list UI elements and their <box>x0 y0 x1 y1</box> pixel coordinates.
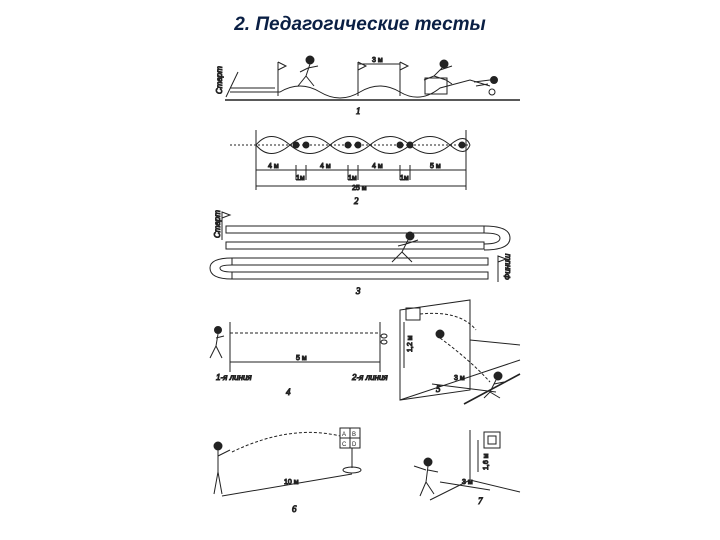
figure-1-slalom-run <box>225 55 520 101</box>
fig5-distance: 3 м <box>454 375 465 382</box>
fig4-distance: 5 м <box>296 355 307 362</box>
fig7-number: 7 <box>478 496 483 506</box>
fig6-cell-a: A <box>342 432 346 438</box>
fig2-s3: 1м <box>400 175 409 182</box>
fig5-number: 5 <box>436 384 441 394</box>
figure-2-cone-run <box>230 130 471 190</box>
fig1-distance: 3 м <box>372 57 383 64</box>
fig6-cell-c: C <box>342 442 347 448</box>
fig2-number: 2 <box>354 196 359 206</box>
figure-5-wall-throw <box>399 299 521 405</box>
fig3-finish-label: Финиш <box>503 253 512 280</box>
figure-4-line-test <box>209 322 388 372</box>
fig2-total: 25 м <box>352 185 367 192</box>
fig6-cell-b: B <box>352 432 356 438</box>
fig2-s1: 1м <box>296 175 305 182</box>
fig6-number: 6 <box>292 504 297 514</box>
fig1-start-label: Старт <box>215 66 224 94</box>
fig3-number: 3 <box>355 286 361 296</box>
fig7-distance: 3 м <box>462 479 473 486</box>
figure-3-shuttle-run <box>209 211 511 282</box>
fig4-line1: 1-я линия <box>216 373 252 382</box>
fig2-d1: 4 м <box>268 163 279 170</box>
fig1-number: 1 <box>356 106 361 116</box>
fig6-distance: 10 м <box>284 479 299 486</box>
fig2-d3: 4 м <box>372 163 383 170</box>
fig4-number: 4 <box>286 387 291 397</box>
fig5-height: 1,2 м <box>407 335 414 352</box>
fig2-d2: 4 м <box>320 163 331 170</box>
fig2-d4: 5 м <box>430 163 441 170</box>
figure-7-wall-target <box>413 430 521 501</box>
page-title: 2. Педагогические тесты <box>234 14 486 35</box>
fig7-height: 1,6 м <box>483 453 490 470</box>
fig3-start-label: Старт <box>213 210 222 238</box>
figure-6-target-throw: A B C D <box>213 427 362 497</box>
fig4-line2: 2-я линия <box>351 373 388 382</box>
fig2-s2: 1м <box>348 175 357 182</box>
fig6-cell-d: D <box>352 442 357 448</box>
